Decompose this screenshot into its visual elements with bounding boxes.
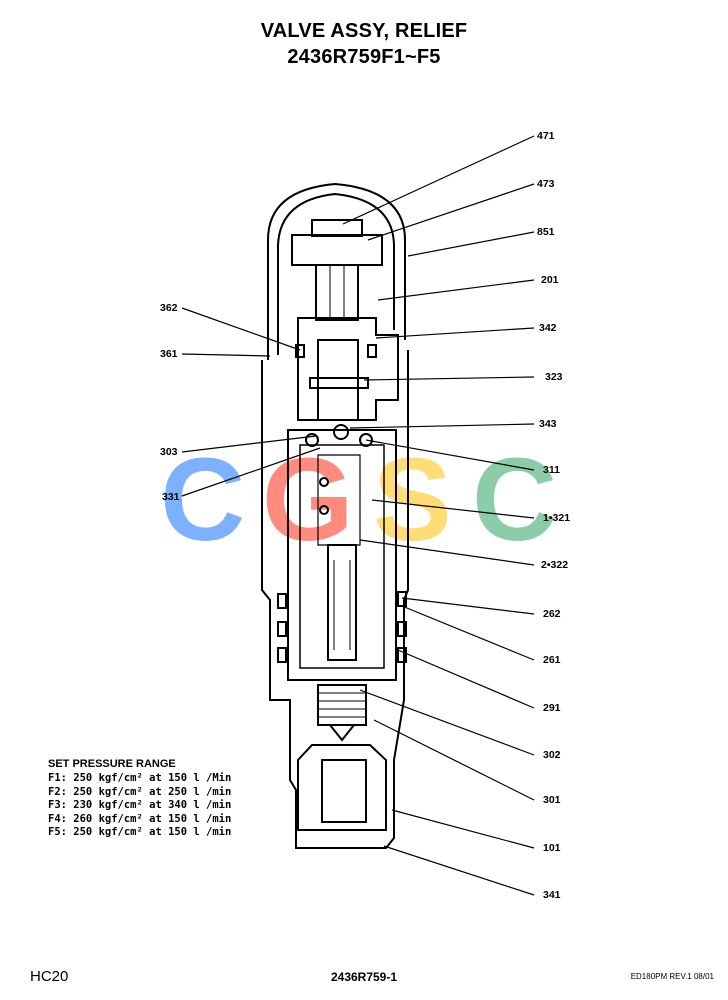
spec-heading: SET PRESSURE RANGE [48,758,176,770]
spec-line-f4: F4: 260 kgf/cm² at 150 l /min [48,812,232,825]
pressure-spec-table: SET PRESSURE RANGE F1: 250 kgf/cm² at 15… [48,758,231,840]
leader-201 [377,279,535,301]
part-label-303: 303 [160,446,178,458]
part-label-302: 302 [543,749,561,761]
leader-261 [401,605,535,661]
part-label-341: 341 [543,889,561,901]
leader-341 [383,845,535,896]
leader-311 [365,439,535,471]
part-label-342: 342 [539,322,557,334]
part-label-301: 301 [543,794,561,806]
spec-line-f1: F1: 250 kgf/cm² at 150 l /Min [48,772,232,784]
footer-drawing-number: 2436R759-1 [330,970,398,984]
leader-303 [181,435,317,453]
part-label-331: 331 [162,491,180,503]
leader-343 [349,423,535,429]
watermark-letter-c1: C [160,434,245,566]
part-label-201: 201 [541,274,559,286]
leader-471 [342,135,535,225]
part-label-2322: 2•322 [541,559,568,571]
leader-851 [407,231,535,257]
leader-323 [363,376,535,381]
watermark: C G S C [160,434,557,566]
leader-301 [373,719,535,801]
spec-line-f2: F2: 250 kgf/cm² at 250 l /min [48,785,232,798]
leader-101 [391,809,535,849]
leader-lines [342,135,535,896]
part-label-1321: 1•321 [543,512,570,524]
part-label-311: 311 [543,464,560,476]
part-label-471: 471 [537,130,555,142]
part-label-473: 473 [537,178,555,190]
spec-line-f3: F3: 230 kgf/cm² at 340 l /min [48,799,232,811]
part-label-323: 323 [545,371,563,383]
spec-line-f5: F5: 250 kgf/cm² at 150 l /min [48,826,232,838]
part-label-101: 101 [543,842,561,854]
part-label-851: 851 [537,226,555,238]
part-label-262: 262 [543,608,561,620]
leader-302 [359,689,535,756]
footer-model: HC20 [30,968,69,985]
part-label-291: 291 [543,702,561,714]
leader-361 [181,353,271,357]
part-number-title: 2436R759F1~F5 [287,46,441,68]
leader-262 [401,597,535,615]
watermark-letter-c2: C [472,434,557,566]
part-labels: 471 473 851 201 342 323 343 311 1•321 2•… [160,130,570,901]
leader-362 [181,307,301,351]
leader-2322 [359,539,535,566]
leader-291 [397,649,535,709]
part-label-362: 362 [160,302,178,314]
part-label-343: 343 [539,418,557,430]
valve-body [261,182,409,849]
leader-342 [375,327,535,339]
part-label-261: 261 [543,654,561,666]
leader-331 [181,447,321,497]
leader-lines-left [181,307,321,497]
leader-473 [367,183,535,241]
leader-1321 [371,499,535,519]
watermark-letter-g: G [262,434,354,566]
part-label-361: 361 [160,348,178,360]
footer-revision: ED180PM REV.1 08/01 [630,972,714,981]
drawing-title: VALVE ASSY, RELIEF [260,20,468,42]
